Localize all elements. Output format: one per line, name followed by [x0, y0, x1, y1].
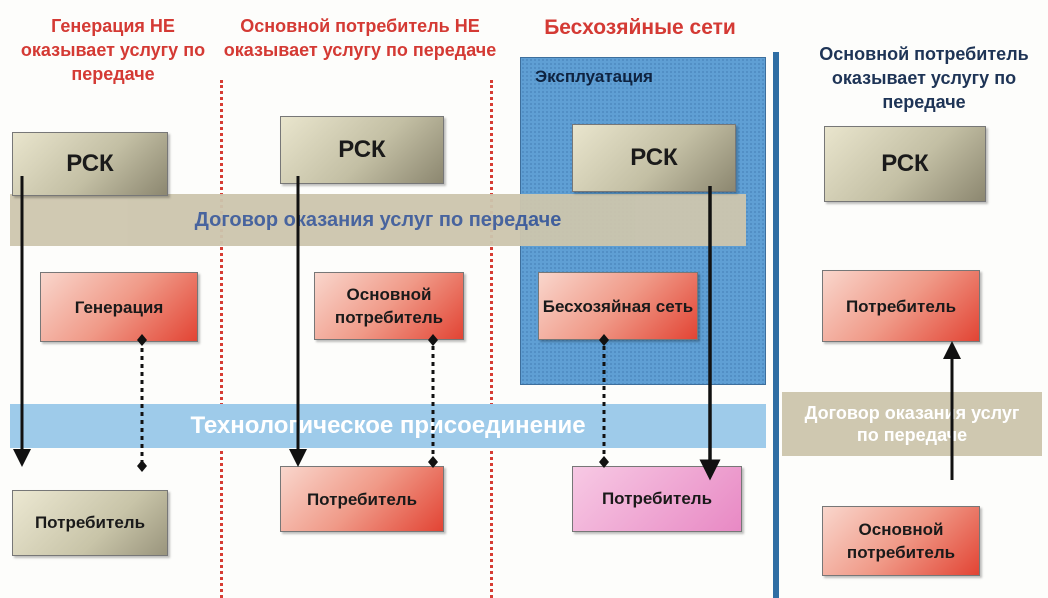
generation-box: Генерация — [40, 272, 198, 342]
service-contract-band: Договор оказания услуг по передаче — [10, 194, 746, 246]
header-main-consumer: Основной потребитель НЕ оказывает услугу… — [223, 16, 497, 60]
main-consumer-box: Основной потребитель — [314, 272, 464, 340]
diamond-top-1 — [137, 334, 147, 346]
divider-2 — [490, 80, 493, 598]
consumer-box-3: Потребитель — [572, 466, 742, 532]
diamond-bottom-3 — [599, 456, 609, 468]
diamond-bottom-1 — [137, 460, 147, 472]
header-ownerless-networks: Бесхозяйные сети — [544, 16, 736, 39]
consumer-box-top-right: Потребитель — [822, 270, 980, 342]
exploitation-label: Эксплуатация — [535, 67, 653, 86]
consumer-box-2: Потребитель — [280, 466, 444, 532]
consumer-box-1: Потребитель — [12, 490, 168, 556]
tech-connection-band: Технологическое присоединение — [10, 404, 766, 448]
rsk-box-2: РСК — [280, 116, 444, 184]
ownerless-network-box: Бесхозяйная сеть — [538, 272, 698, 340]
header-generation: Генерация НЕ оказывает услугу по передач… — [20, 16, 206, 84]
divider-1 — [220, 80, 223, 598]
rsk-box-4: РСК — [824, 126, 986, 202]
divider-solid — [773, 52, 779, 598]
main-consumer-box-bottom-right: Основной потребитель — [822, 506, 980, 576]
service-contract-label: Договор оказания услуг по передаче — [194, 208, 562, 231]
tech-connection-label: Технологическое присоединение — [190, 412, 586, 439]
diamond-top-2 — [428, 334, 438, 346]
header-main-consumer-serves: Основной потребитель оказывает услугу по… — [819, 44, 1029, 112]
service-contract-right-label: Договор оказания услуг по передаче — [804, 403, 1020, 445]
rsk-box-1: РСК — [12, 132, 168, 196]
diamond-bottom-2 — [428, 456, 438, 468]
diamond-top-3 — [599, 334, 609, 346]
service-contract-band-right: Договор оказания услуг по передаче — [782, 392, 1042, 456]
rsk-box-3: РСК — [572, 124, 736, 192]
